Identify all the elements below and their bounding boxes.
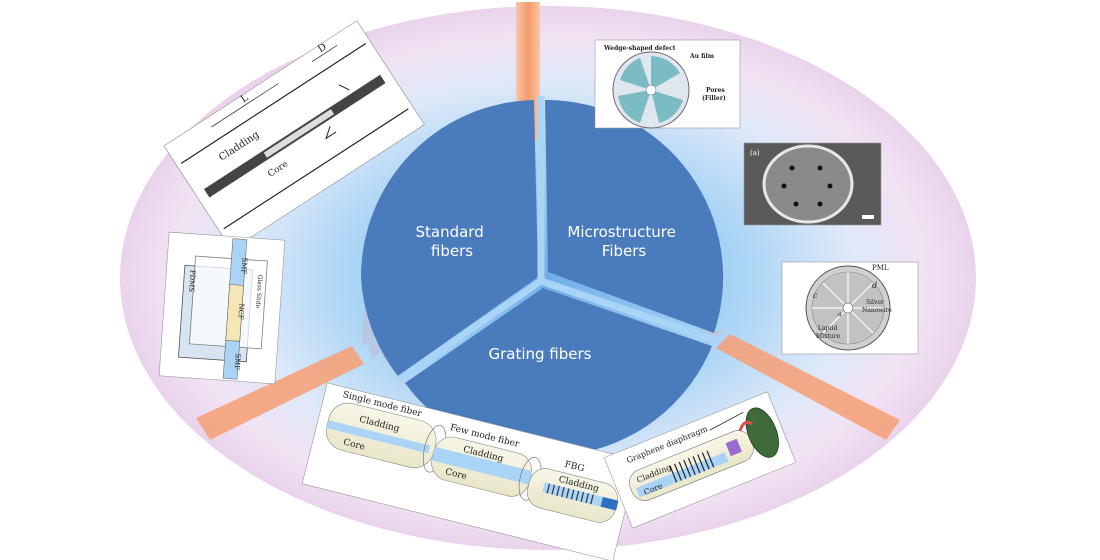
sms-label-pdms: PDMS bbox=[187, 270, 197, 293]
std-top-label-l: L bbox=[239, 92, 251, 105]
pml-label-c: c bbox=[813, 291, 818, 300]
label-microstructure: Microstructure Fibers bbox=[567, 223, 680, 260]
bar-lower-right bbox=[716, 334, 900, 440]
sms-label-smf-top: SMF bbox=[239, 257, 248, 274]
sector-standard-b bbox=[361, 277, 538, 376]
sms-label-glass: Glass Slide bbox=[254, 274, 263, 309]
pml-label-a: a bbox=[838, 311, 842, 318]
sector-micro bbox=[545, 99, 724, 333]
pml-label-mixture: Mixture bbox=[816, 333, 841, 340]
inset-grating-fbg: Single mode fiber Few mode fiber FBG Cla… bbox=[301, 382, 639, 560]
fan-label-defect: Wedge-shaped defect bbox=[603, 45, 676, 52]
sector-standard bbox=[361, 100, 538, 277]
fan-label-filler: (Filler) bbox=[702, 95, 726, 102]
inset-micro-fan: Wedge-shaped defect Au film Pores (Fille… bbox=[594, 39, 741, 129]
separator-bars bbox=[196, 2, 900, 440]
sms-label-ncf: NCF bbox=[236, 303, 245, 320]
fan-label-pores: Pores bbox=[706, 87, 725, 94]
pml-label-pml: PML bbox=[872, 264, 889, 272]
label-grating: Grating fibers bbox=[488, 345, 591, 363]
photo-label-a: (a) bbox=[750, 149, 760, 157]
inset-standard-sms: SMF NCF SMF PDMS Glass Slide bbox=[158, 231, 286, 385]
sector-grating bbox=[405, 288, 712, 456]
pml-label-d: d bbox=[872, 281, 877, 290]
bar-lower-left bbox=[196, 346, 364, 440]
inset-micro-photo: (a) bbox=[743, 142, 882, 226]
inset-standard-top: L D Cladding Core bbox=[163, 20, 425, 251]
sector-disc bbox=[361, 96, 724, 456]
label-standard: Standard fibers bbox=[415, 223, 488, 260]
pml-label-nanowire: Nanowire bbox=[862, 307, 892, 314]
fbg-label-fbg: FBG bbox=[563, 460, 585, 475]
fan-label-au: Au film bbox=[689, 53, 715, 60]
inset-micro-pml: PML d c a Silver Nanowire Liquid Mixture bbox=[781, 261, 919, 355]
pml-label-liquid: Liquid bbox=[818, 325, 838, 332]
sms-label-smf-bottom: SMF bbox=[233, 353, 242, 370]
pml-label-silver: Silver bbox=[866, 299, 884, 306]
